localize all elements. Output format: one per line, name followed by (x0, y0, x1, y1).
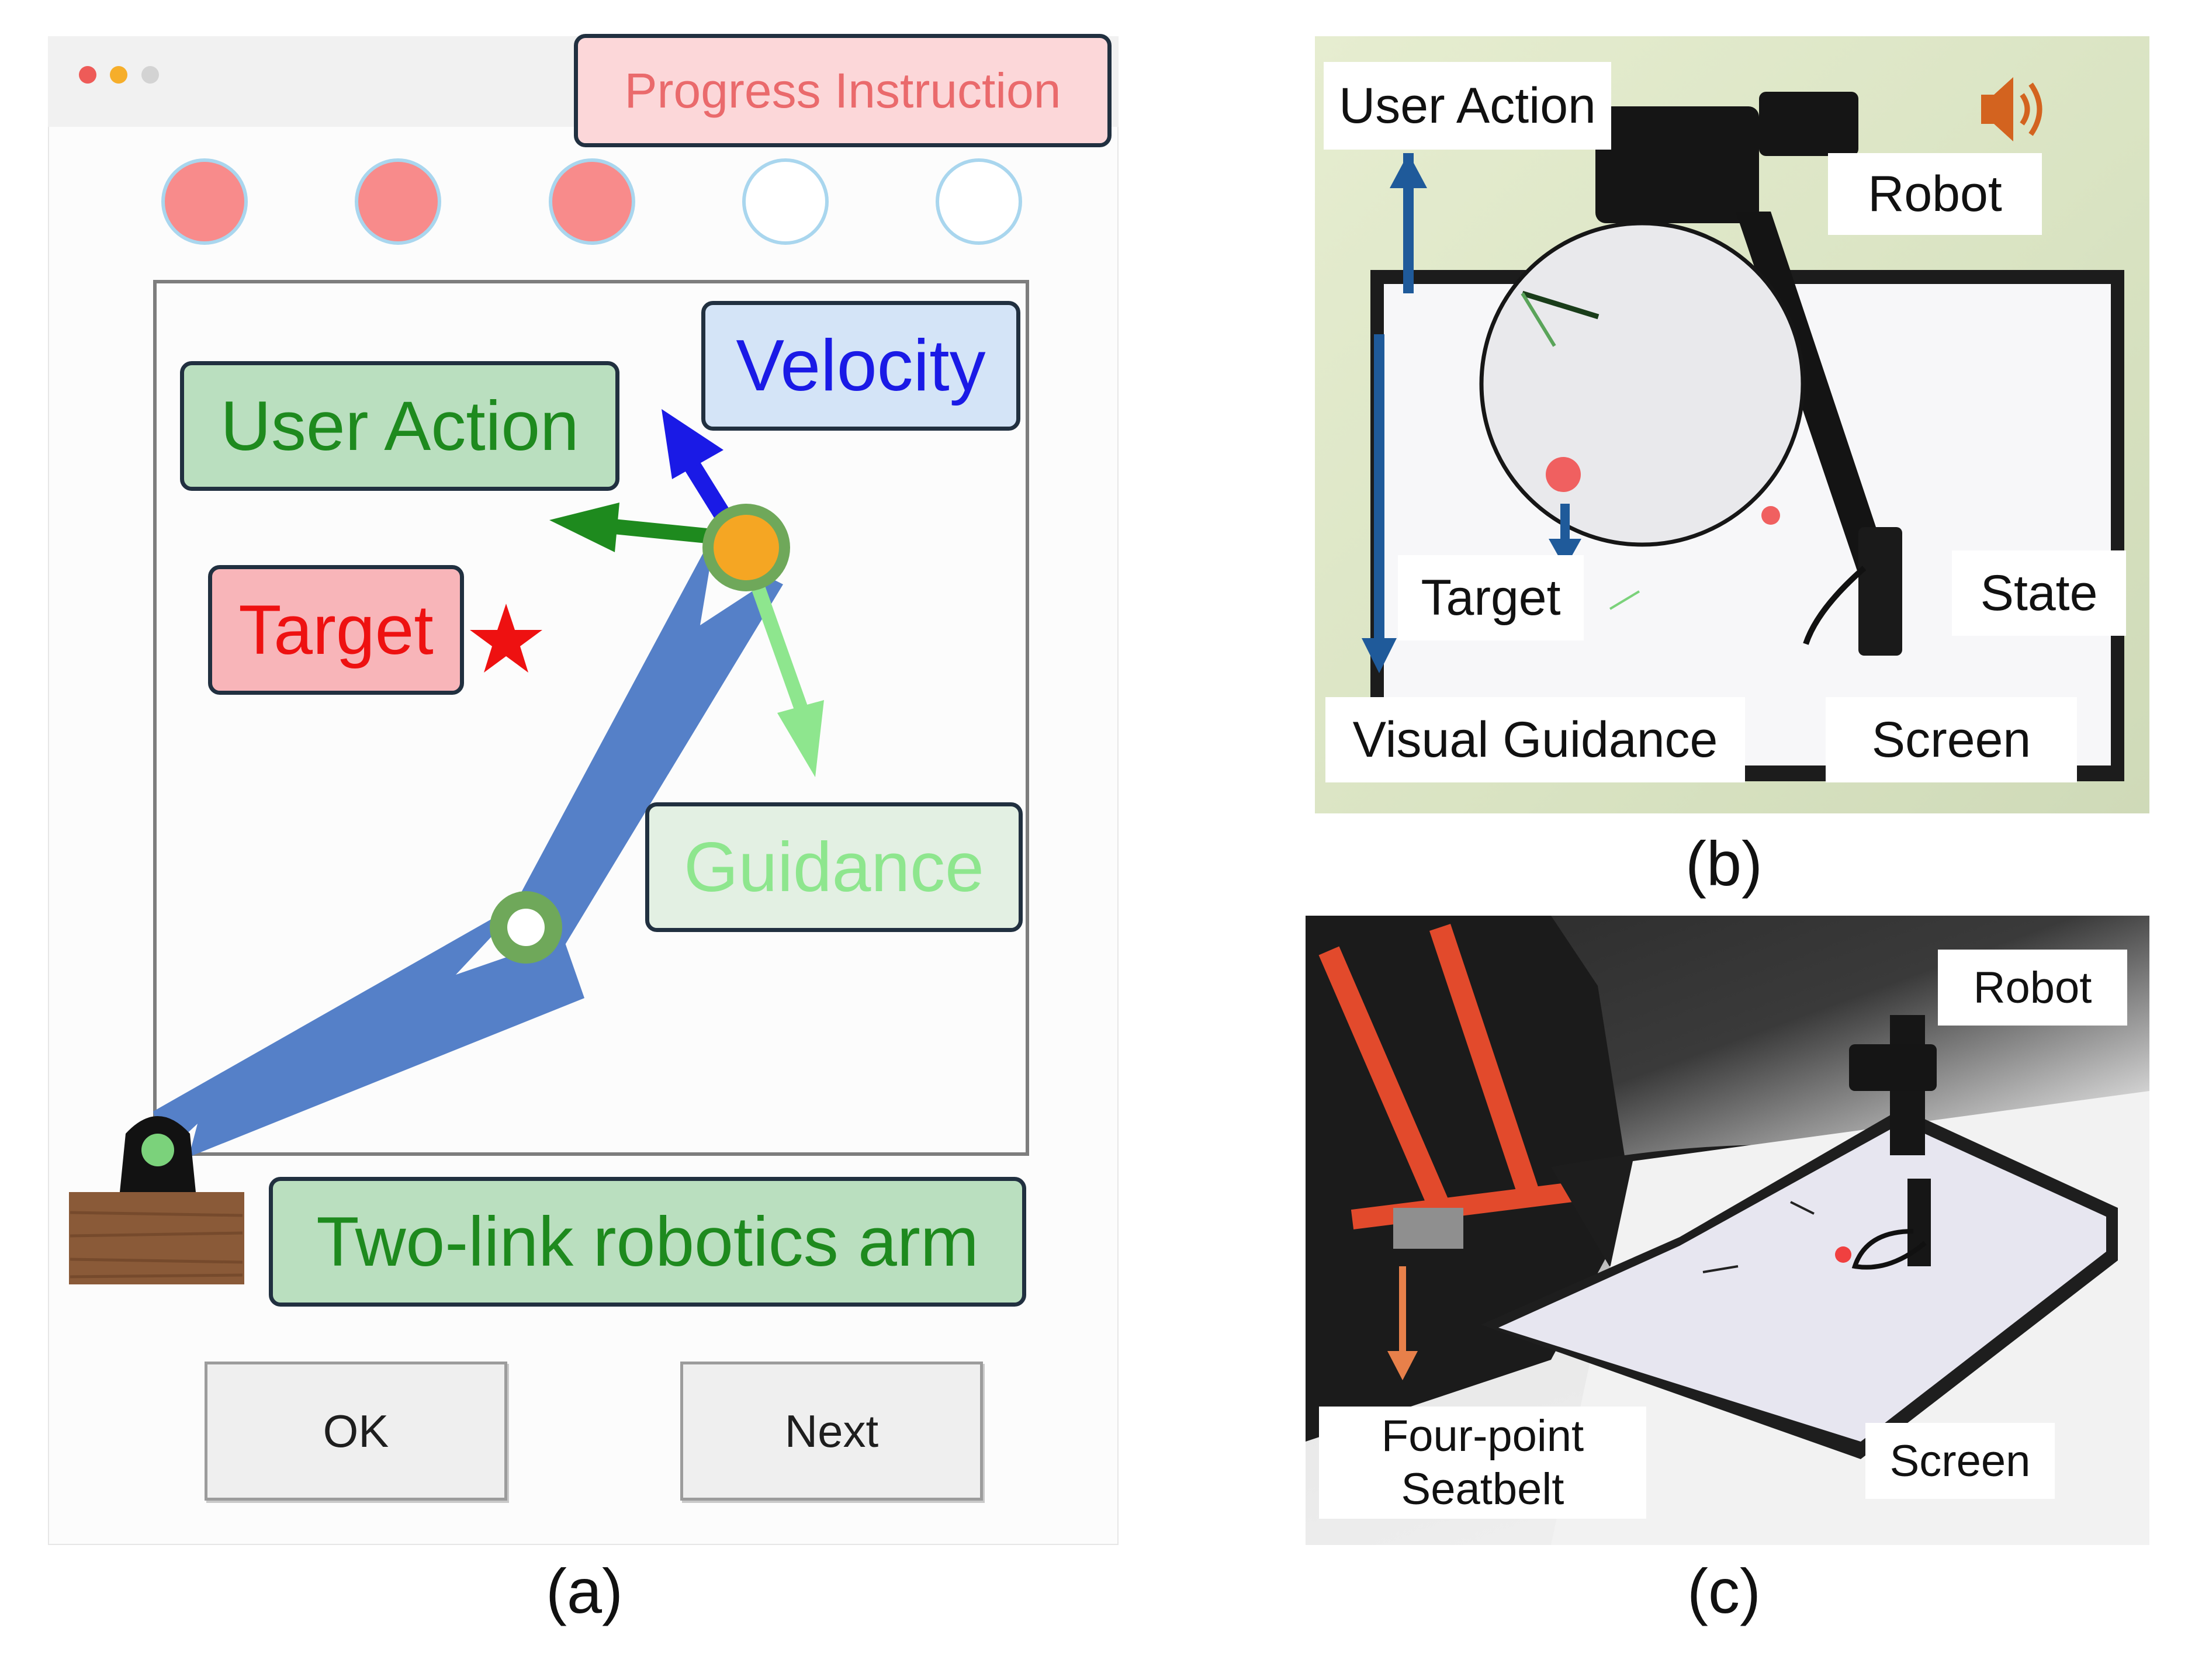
progress-step-2 (355, 158, 441, 245)
c-screen-tag: Screen (1865, 1423, 2055, 1499)
c-robot-tag: Robot (1938, 950, 2127, 1026)
photo-b-setup-top-view (1315, 36, 2149, 813)
speaker-icon (1981, 77, 2042, 141)
wood-grain (70, 1211, 243, 1279)
b-user-action-tag: User Action (1324, 62, 1611, 150)
workspace-boundary (153, 280, 1029, 1156)
b-screen-tag: Screen (1826, 697, 2077, 782)
progress-step-4 (742, 158, 829, 245)
target-label: Target (208, 565, 464, 695)
base-joint-icon (141, 1134, 174, 1166)
velocity-label: Velocity (701, 301, 1020, 431)
b-target-tag: Target (1398, 555, 1584, 640)
robot-workspace (69, 280, 1029, 1284)
caption-c: (c) (1687, 1556, 1761, 1626)
zoom-dot-icon[interactable] (141, 66, 159, 84)
c-seatbelt-line-1: Four-point (1381, 1411, 1584, 1461)
progress-step-3 (549, 158, 635, 245)
arm-link-2-notch (700, 562, 754, 625)
velocity-arrow-icon (662, 409, 723, 479)
next-button[interactable]: Next (680, 1362, 983, 1501)
guidance-label: Guidance (645, 802, 1023, 932)
c-seatbelt-line-2: Seatbelt (1401, 1464, 1564, 1514)
arm-label: Two-link robotics arm (269, 1177, 1026, 1307)
b-state-tag: State (1952, 550, 2126, 636)
arm-base-wood (69, 1192, 244, 1284)
progress-instruction-badge: Progress Instruction (574, 34, 1112, 147)
user-action-arrow-icon (549, 503, 619, 552)
caption-b: (b) (1685, 828, 1763, 899)
minimize-dot-icon[interactable] (110, 66, 127, 84)
b-visual-guidance-tag: Visual Guidance (1325, 697, 1745, 782)
arm-link-2 (508, 543, 783, 947)
b-robot-tag: Robot (1828, 153, 2042, 235)
guidance-arrow-icon (777, 700, 824, 777)
caption-a: (a) (546, 1556, 623, 1626)
c-seatbelt-tag: Four-point Seatbelt (1319, 1407, 1646, 1519)
close-dot-icon[interactable] (79, 66, 96, 84)
ok-button[interactable]: OK (205, 1362, 507, 1501)
progress-step-1 (161, 158, 248, 245)
user-action-label: User Action (180, 361, 619, 491)
progress-step-5 (936, 158, 1022, 245)
target-star-icon (470, 604, 542, 673)
